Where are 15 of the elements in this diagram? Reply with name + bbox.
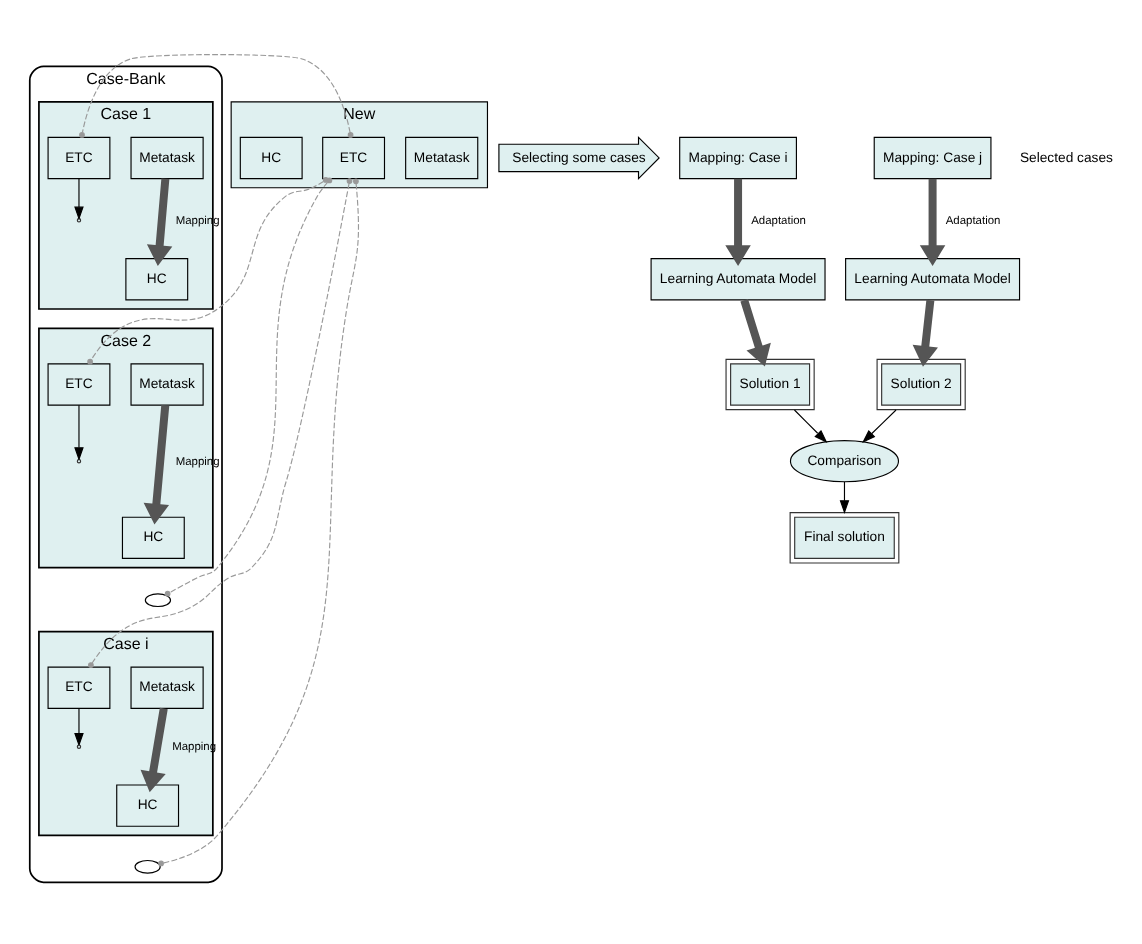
arrow bbox=[74, 706, 84, 746]
arrow bbox=[862, 408, 897, 442]
arrow bbox=[912, 298, 938, 366]
arrow bbox=[74, 403, 84, 460]
arrow bbox=[839, 480, 850, 513]
arrow bbox=[74, 177, 84, 220]
arrow bbox=[146, 177, 173, 266]
arrow bbox=[725, 177, 751, 266]
arrow bbox=[140, 706, 168, 792]
connector bbox=[79, 53, 354, 137]
node-ellipse bbox=[134, 858, 161, 873]
arrow bbox=[919, 177, 946, 266]
arrow bbox=[793, 408, 828, 442]
node-ellipse bbox=[144, 592, 172, 607]
arrow bbox=[143, 404, 170, 524]
